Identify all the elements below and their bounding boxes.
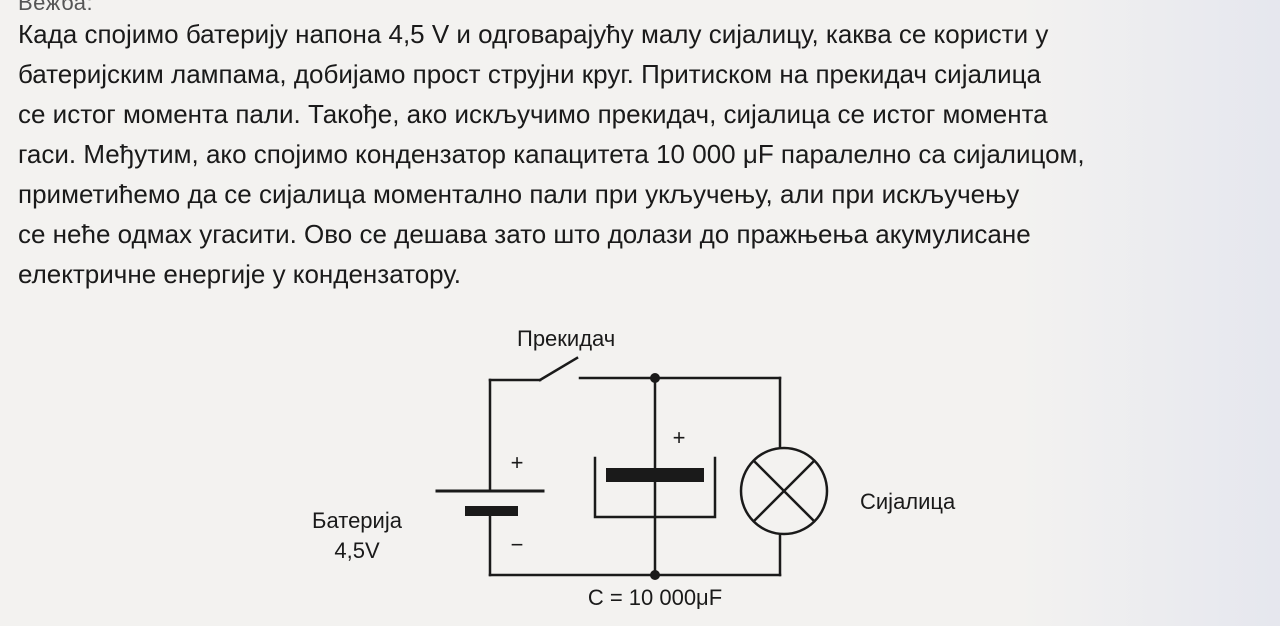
- battery-label: Батерија: [312, 508, 403, 533]
- battery-short-plate: [465, 506, 518, 516]
- bulb-label: Сијалица: [860, 489, 956, 514]
- battery-minus-sign: −: [511, 532, 524, 557]
- paragraph-line: гаси. Међутим, ако спојимо кондензатор к…: [18, 139, 1085, 169]
- bulb-cross-line: [752, 459, 816, 523]
- section-header-fragment: Вежба:: [18, 0, 94, 15]
- capacitor-cup-plate: [593, 456, 717, 519]
- switch-blade: [538, 356, 579, 382]
- paragraph-line: батеријским лампама, добијамо прост стру…: [18, 59, 1041, 89]
- bulb-circle: [739, 446, 829, 536]
- capacitor-upper-plate: [606, 468, 704, 482]
- paragraph-line: се истог момента пали. Такође, ако искљу…: [18, 99, 1048, 129]
- paragraph-line: се неће одмах угасити. Ово се дешава зат…: [18, 219, 1031, 249]
- junction-dot: [650, 373, 660, 383]
- switch-label: Прекидач: [517, 326, 615, 351]
- junction-dot: [650, 570, 660, 580]
- battery-voltage-label: 4,5V: [334, 538, 380, 563]
- paragraph-line: приметићемо да се сијалица моментално па…: [18, 179, 1020, 209]
- battery-plus-sign: +: [511, 450, 524, 475]
- page-background-shade: [1020, 0, 1280, 626]
- paragraph-line: електричне енергије у кондензатору.: [18, 259, 461, 289]
- capacitor-plus-sign: +: [673, 425, 686, 450]
- explanation-paragraph: Када спојимо батерију напона 4,5 V и одг…: [18, 14, 1258, 294]
- paragraph-line: Када спојимо батерију напона 4,5 V и одг…: [18, 19, 1049, 49]
- capacitor-value-label: C = 10 000μF: [588, 585, 722, 610]
